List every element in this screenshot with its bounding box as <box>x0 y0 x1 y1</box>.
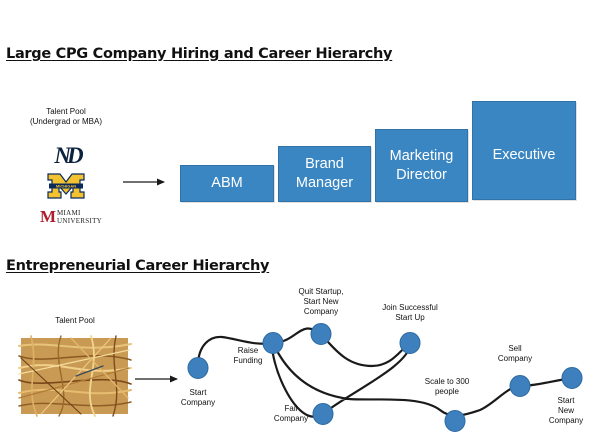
node-scale-label: Scale to 300 people <box>424 377 470 396</box>
career-step-abm: ABM <box>180 165 274 202</box>
michigan-logo: MICHIGAN <box>46 173 86 199</box>
node-fail-company-label: Fail Company <box>273 404 309 423</box>
node-raise-funding-label: Raise Funding <box>233 346 263 365</box>
hay-bale-photo <box>18 335 132 417</box>
node-sell-company-dot <box>509 375 531 397</box>
node-quit-startup-dot <box>310 323 332 345</box>
career-step-brand-manager: Brand Manager <box>278 146 371 202</box>
node-fail-company-dot <box>312 403 334 425</box>
node-start-company-dot <box>187 357 209 379</box>
miami-m-mark: M <box>40 207 57 226</box>
cpg-talent-pool-label: Talent Pool (Undergrad or MBA) <box>29 107 103 126</box>
career-journey-line <box>196 327 574 418</box>
michigan-wordmark: MICHIGAN <box>56 184 76 189</box>
notre-dame-logo: ND <box>54 143 83 168</box>
node-scale-dot <box>444 410 466 432</box>
cpg-section-title: Large CPG Company Hiring and Career Hier… <box>6 46 393 62</box>
entre-section-title: Entrepreneurial Career Hierarchy <box>6 258 270 274</box>
node-join-startup-dot <box>399 332 421 354</box>
node-start-new-company-label: Start New Company <box>548 396 584 425</box>
career-step-executive: Executive <box>472 101 576 200</box>
node-quit-startup-label: Quit Startup, Start New Company <box>298 287 344 316</box>
michigan-block-m-icon: MICHIGAN <box>47 173 85 199</box>
miami-university-logo: M MIAMI UNIVERSITY <box>40 207 114 226</box>
miami-wordmark: MIAMI UNIVERSITY <box>57 209 102 225</box>
node-raise-funding-dot <box>262 332 284 354</box>
career-step-marketing-director: Marketing Director <box>375 129 468 202</box>
entre-talent-pool-label: Talent Pool <box>55 316 95 325</box>
node-sell-company-label: Sell Company <box>497 344 533 363</box>
hay-straw-image <box>18 335 132 417</box>
node-start-company-label: Start Company <box>180 388 216 407</box>
node-join-startup-label: Join Successful Start Up <box>382 303 438 322</box>
node-start-new-company-dot <box>561 367 583 389</box>
